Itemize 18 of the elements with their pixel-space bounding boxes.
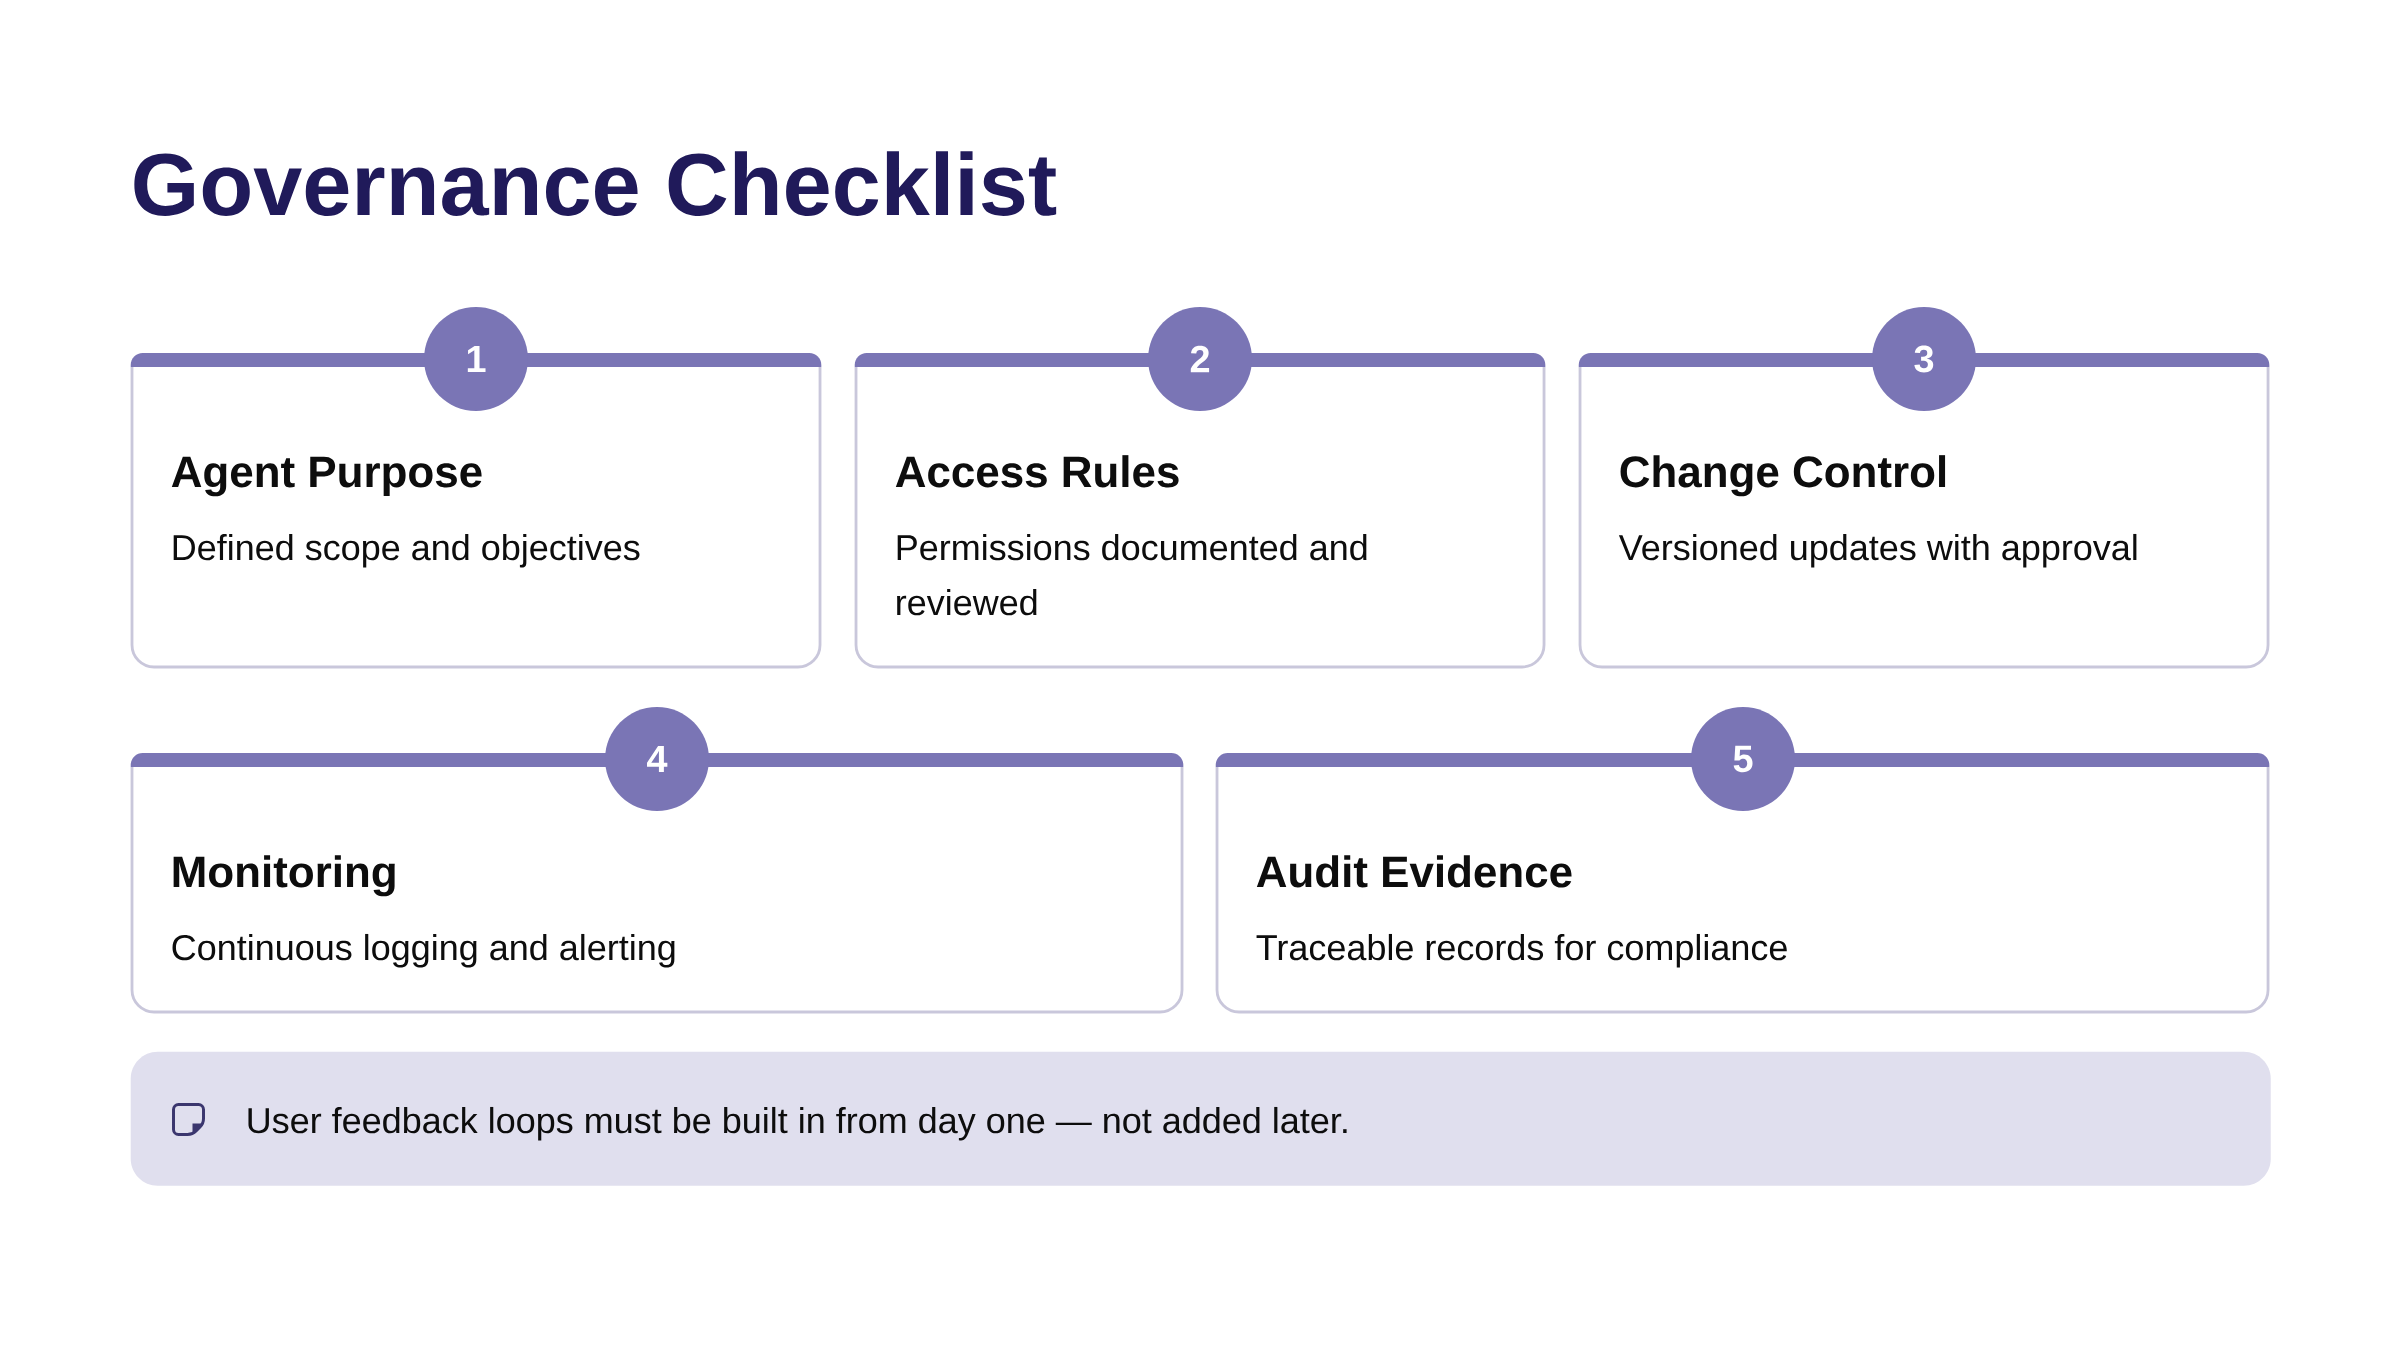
note-text: User feedback loops must be built in from day one — not added later. [248,1106,1347,1141]
card-text: Continuous logging and alerting [172,933,675,968]
card-text: Traceable records for compliance [1256,933,1787,968]
number-badge: 3 [1872,307,1977,411]
number-badge: 1 [424,307,528,411]
card-text: Permissions documented and reviewed [897,533,1367,616]
card-heading: Access Rules [895,455,1179,488]
card-heading: Monitoring [173,855,395,897]
number-badge: 2 [1148,307,1253,411]
card-heading: Agent Purpose [171,456,482,497]
title: Governance Checklist [134,151,1057,216]
card-text: Versioned updates with approval [1618,533,2137,568]
card-text: Defined scope and objectives [173,533,640,568]
card-heading: Audit Evidence [1256,855,1572,888]
number-badge: 5 [1691,707,1796,811]
number-badge: 4 [605,707,709,811]
note-banner [130,1051,2271,1186]
card-heading: Change Control [1620,455,1946,497]
